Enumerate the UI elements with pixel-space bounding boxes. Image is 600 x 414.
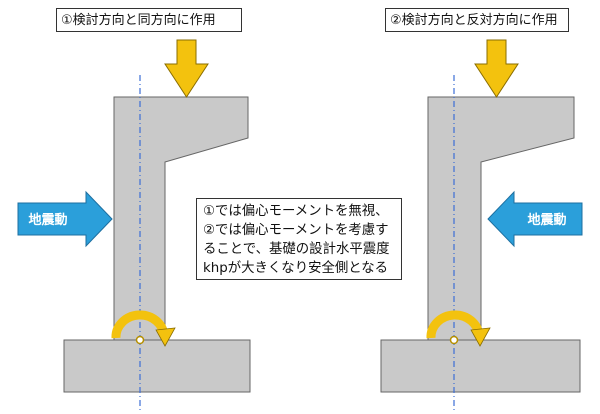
- pivot-point-2: [449, 335, 459, 345]
- moment-arrowhead-2: [470, 327, 491, 347]
- case-2-title: ②検討方向と反対方向に作用: [385, 8, 569, 32]
- vertical-load-arrow-2: [474, 39, 519, 98]
- footing-1: [63, 339, 251, 393]
- moment-arrowhead-1: [155, 327, 176, 347]
- note-line: khpが大きくなり安全側となる: [203, 261, 389, 276]
- pivot-point-1: [135, 335, 145, 345]
- case-1-title: ①検討方向と同方向に作用: [56, 8, 242, 32]
- note-line: ①では偏心モーメントを無視、: [203, 204, 389, 219]
- seismic-label-2: 地震動: [527, 212, 566, 228]
- footing-2: [380, 339, 581, 393]
- case-1-pier: 地震動: [17, 39, 251, 410]
- seismic-arrow-1: [17, 190, 113, 248]
- seismic-arrow-2: [487, 190, 583, 248]
- seismic-label-1: 地震動: [28, 212, 67, 228]
- explanation-note: ①では偏心モーメントを無視、 ②では偏心モーメントを考慮す ることで、基礎の設計…: [196, 198, 402, 280]
- note-line: ②では偏心モーメントを考慮す: [203, 223, 389, 238]
- case-2-pier: 地震動: [380, 39, 583, 410]
- moment-arrow-2: [426, 310, 484, 339]
- moment-arrow-1: [111, 310, 169, 339]
- note-line: ることで、基礎の設計水平震度: [203, 242, 390, 257]
- vertical-load-arrow-1: [164, 39, 209, 98]
